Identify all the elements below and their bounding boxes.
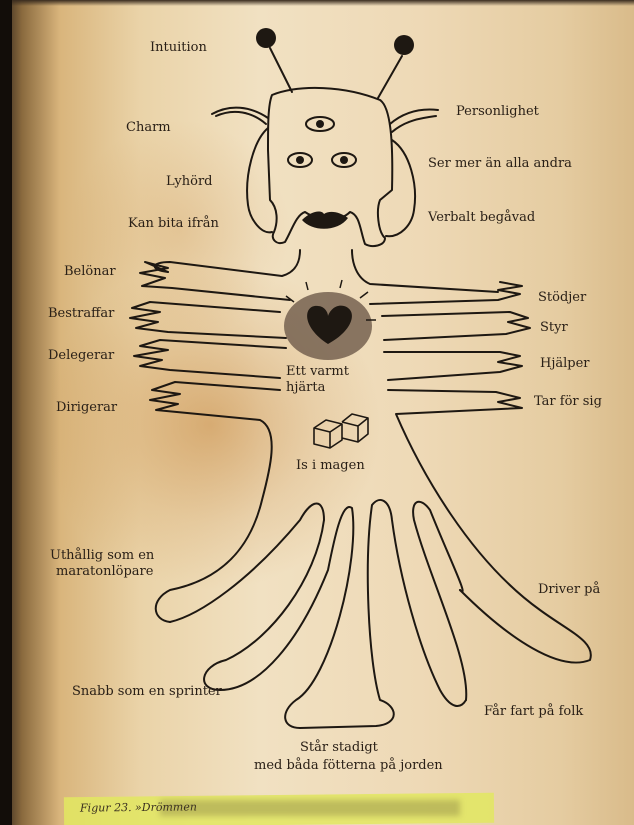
caption-blur [160, 800, 460, 816]
left-eye [288, 153, 312, 167]
label-intuition: Intuition [150, 40, 207, 56]
left-arm-3 [134, 340, 286, 378]
label-styr: Styr [540, 320, 568, 336]
left-arm-4-body [150, 382, 280, 622]
left-arm-2 [130, 302, 286, 338]
label-stodjer: Stödjer [538, 290, 586, 306]
right-arm-2 [382, 312, 530, 340]
label-hjalper: Hjälper [540, 356, 590, 372]
label-driver-pa: Driver på [538, 582, 600, 598]
left-ear [212, 108, 272, 233]
third-eye [306, 117, 334, 131]
leg-1 [170, 504, 324, 691]
label-star-stadigt-line2: med båda fötterna på jorden [254, 758, 443, 774]
leg-4 [413, 502, 466, 700]
ice-cubes-icon [314, 414, 368, 448]
left-antenna [270, 48, 292, 92]
right-antenna-ball [394, 35, 414, 55]
right-arm-4-body [388, 390, 591, 663]
label-kan-bita-ifran: Kan bita ifrån [128, 216, 219, 232]
label-far-fart: Får fart på folk [484, 704, 583, 720]
right-eye [332, 153, 356, 167]
neck-right-arm [352, 250, 498, 292]
right-antenna [378, 56, 402, 98]
neck-left-arm [155, 250, 300, 276]
label-belonar: Belönar [64, 264, 116, 280]
label-bestraffar: Bestraffar [48, 306, 114, 322]
label-ett-varmt: Ett varmt [286, 364, 349, 380]
label-snabb: Snabb som en sprinter [72, 684, 222, 700]
label-verbalt-begavad: Verbalt begåvad [428, 210, 535, 226]
label-personlighet: Personlighet [456, 104, 539, 120]
label-uthallig-line1: Uthållig som en [50, 548, 154, 564]
label-dirigerar: Dirigerar [56, 400, 117, 416]
figure-caption: Figur 23. »Drömmen [80, 800, 197, 814]
label-hjarta: hjärta [286, 380, 325, 396]
right-arm-3 [384, 352, 522, 380]
label-uthallig-line2: maratonlöpare [56, 564, 153, 580]
label-lyhord: Lyhörd [166, 174, 212, 190]
label-star-stadigt-line1: Står stadigt [300, 740, 378, 756]
label-tar-for-sig: Tar för sig [534, 394, 602, 410]
label-is-i-magen: Is i magen [296, 458, 365, 474]
label-delegerar: Delegerar [48, 348, 114, 364]
leg-2 [220, 507, 353, 728]
leg-3 [300, 500, 466, 728]
label-charm: Charm [126, 120, 171, 136]
left-antenna-ball [256, 28, 276, 48]
label-ser-mer: Ser mer än alla andra [428, 156, 572, 172]
warm-heart-icon [284, 280, 376, 360]
